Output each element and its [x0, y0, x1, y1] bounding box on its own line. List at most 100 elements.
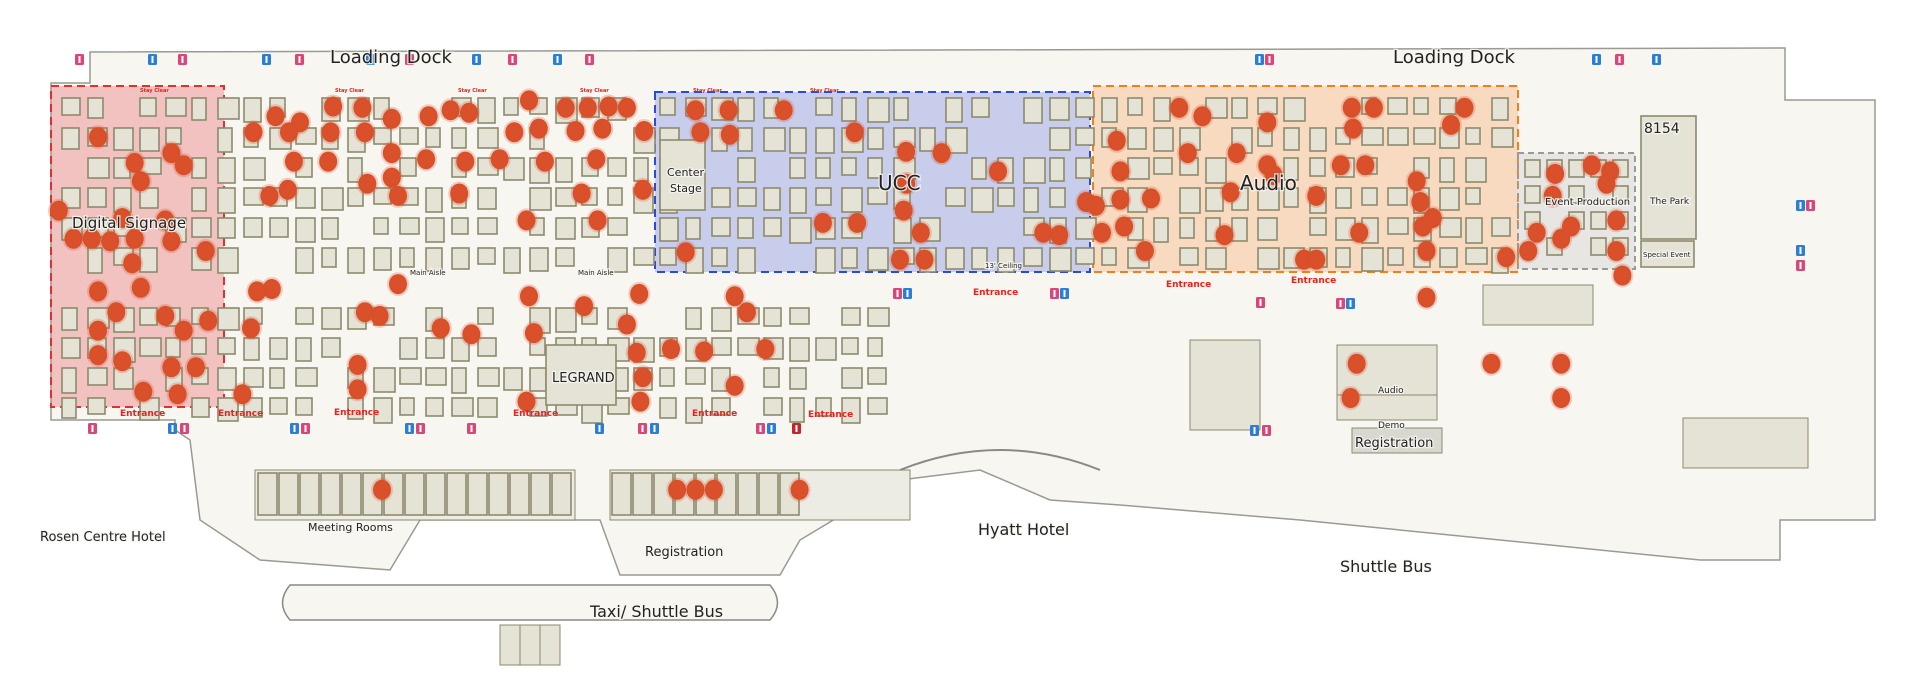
- location-marker[interactable]: [1409, 190, 1432, 214]
- booth[interactable]: [217, 367, 237, 391]
- location-marker[interactable]: [702, 477, 725, 502]
- booth[interactable]: [1023, 97, 1043, 124]
- location-marker[interactable]: [439, 98, 462, 123]
- location-marker[interactable]: [684, 477, 707, 502]
- booth[interactable]: [893, 97, 909, 121]
- location-marker[interactable]: [625, 340, 648, 365]
- location-marker[interactable]: [87, 318, 109, 343]
- booth[interactable]: [165, 337, 181, 358]
- booth[interactable]: [1361, 247, 1384, 272]
- location-marker[interactable]: [1362, 95, 1385, 120]
- booth[interactable]: [737, 157, 756, 183]
- booth[interactable]: [477, 247, 496, 265]
- booth[interactable]: [815, 397, 832, 417]
- booth[interactable]: [633, 157, 649, 182]
- booth[interactable]: [867, 97, 890, 123]
- booth[interactable]: [815, 337, 837, 361]
- location-marker[interactable]: [380, 141, 403, 166]
- location-marker[interactable]: [1305, 247, 1328, 272]
- entrance-label[interactable]: Entrance: [808, 410, 853, 420]
- booth[interactable]: [1153, 127, 1174, 152]
- booth[interactable]: [997, 247, 1015, 273]
- booth[interactable]: [1049, 97, 1070, 121]
- booth[interactable]: [841, 187, 863, 213]
- booth[interactable]: [789, 397, 805, 423]
- booth[interactable]: [87, 187, 107, 208]
- location-marker[interactable]: [454, 149, 477, 174]
- booth[interactable]: [815, 97, 833, 116]
- booth[interactable]: [1491, 217, 1511, 237]
- booth[interactable]: [1309, 157, 1326, 177]
- location-marker[interactable]: [913, 247, 936, 272]
- location-marker[interactable]: [1580, 153, 1603, 178]
- booth[interactable]: [61, 127, 80, 150]
- booth[interactable]: [399, 367, 422, 385]
- booth[interactable]: [789, 187, 807, 214]
- booth[interactable]: [87, 97, 104, 119]
- booth[interactable]: [763, 127, 786, 152]
- center-stage-booth[interactable]: [659, 139, 706, 211]
- location-marker[interactable]: [1541, 183, 1564, 208]
- meeting-room[interactable]: [278, 472, 299, 516]
- meeting-room[interactable]: [488, 472, 509, 516]
- location-marker[interactable]: [518, 88, 540, 113]
- booth[interactable]: [971, 247, 988, 270]
- booth[interactable]: [61, 337, 81, 359]
- booth[interactable]: [425, 397, 444, 417]
- location-marker[interactable]: [87, 125, 109, 150]
- location-marker[interactable]: [527, 116, 550, 141]
- location-marker[interactable]: [889, 247, 911, 272]
- booth[interactable]: [503, 97, 519, 116]
- booth[interactable]: [61, 97, 81, 116]
- location-marker[interactable]: [631, 365, 654, 390]
- location-marker[interactable]: [1133, 239, 1156, 263]
- location-marker[interactable]: [264, 104, 287, 129]
- booth[interactable]: [321, 187, 344, 211]
- booth[interactable]: [945, 187, 966, 207]
- booth[interactable]: [217, 187, 236, 214]
- booth[interactable]: [399, 397, 415, 416]
- booth[interactable]: [87, 157, 110, 179]
- location-marker[interactable]: [154, 303, 177, 328]
- booth[interactable]: [607, 157, 627, 177]
- booth[interactable]: [1231, 97, 1248, 119]
- booth[interactable]: [321, 307, 342, 330]
- booth[interactable]: [399, 217, 420, 235]
- location-marker[interactable]: [458, 100, 480, 125]
- location-marker[interactable]: [1595, 171, 1618, 196]
- location-marker[interactable]: [628, 281, 651, 306]
- location-marker[interactable]: [586, 208, 609, 233]
- booth[interactable]: [243, 397, 263, 418]
- booth[interactable]: [61, 307, 78, 331]
- booth[interactable]: [737, 217, 754, 239]
- meeting-room[interactable]: [632, 472, 653, 516]
- booth[interactable]: [945, 127, 968, 154]
- booth[interactable]: [945, 97, 963, 123]
- booth[interactable]: [295, 397, 313, 416]
- location-marker[interactable]: [351, 95, 374, 120]
- meeting-room[interactable]: [551, 472, 572, 516]
- location-marker[interactable]: [570, 181, 593, 206]
- booth[interactable]: [269, 397, 288, 415]
- location-marker[interactable]: [1109, 159, 1132, 184]
- location-marker[interactable]: [80, 226, 103, 251]
- booth[interactable]: [685, 367, 706, 385]
- location-marker[interactable]: [930, 141, 953, 166]
- booth[interactable]: [139, 187, 159, 209]
- booth[interactable]: [1465, 187, 1481, 205]
- location-marker[interactable]: [368, 303, 391, 328]
- booth[interactable]: [1127, 97, 1143, 116]
- booth[interactable]: [451, 247, 470, 270]
- location-marker[interactable]: [515, 389, 538, 414]
- location-marker[interactable]: [1550, 226, 1573, 251]
- booth[interactable]: [451, 397, 474, 417]
- location-marker[interactable]: [1544, 161, 1567, 186]
- location-marker[interactable]: [278, 120, 300, 145]
- location-marker[interactable]: [1605, 208, 1628, 233]
- booth[interactable]: [841, 367, 863, 389]
- booth[interactable]: [867, 157, 883, 179]
- location-marker[interactable]: [417, 104, 440, 129]
- location-marker[interactable]: [1140, 186, 1162, 211]
- location-marker[interactable]: [87, 343, 109, 368]
- entrance-label[interactable]: Entrance: [1166, 280, 1211, 290]
